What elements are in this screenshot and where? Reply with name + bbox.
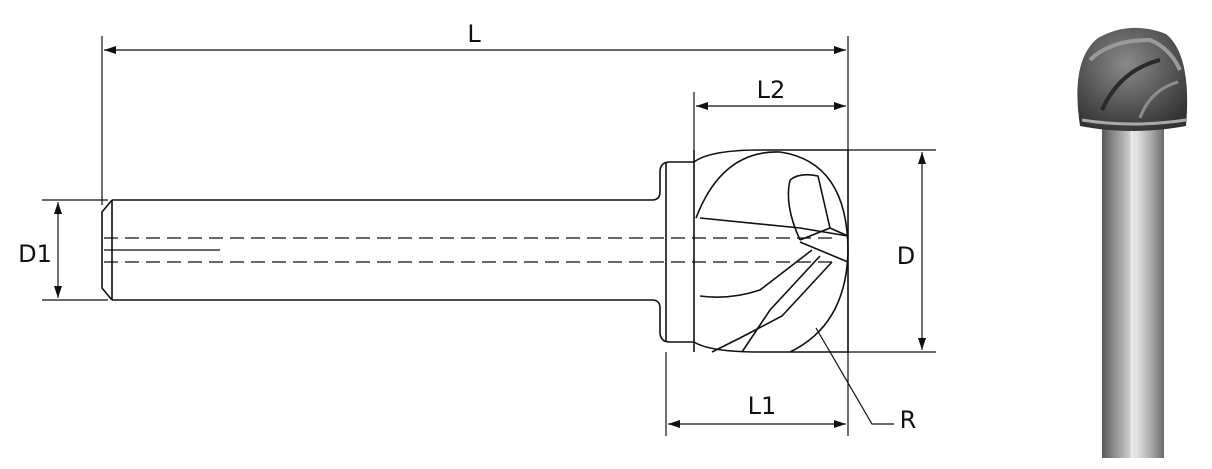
label-R: R [900,406,917,434]
label-L: L [467,20,481,48]
radius-leader: R [815,327,917,434]
dimension-D: D [848,149,936,353]
label-D: D [897,242,915,270]
label-D1: D1 [18,240,52,268]
dimension-L1: L1 [665,352,849,436]
dimension-D1: D1 [18,199,108,301]
dimension-L: L [101,20,849,205]
dimension-L2: L2 [693,76,846,150]
label-L2: L2 [757,76,786,104]
shank-outline [101,150,838,352]
label-L1: L1 [748,392,777,420]
ball-head [693,149,849,353]
tool-photo [1077,27,1188,458]
tool-ball-head [1077,27,1188,131]
